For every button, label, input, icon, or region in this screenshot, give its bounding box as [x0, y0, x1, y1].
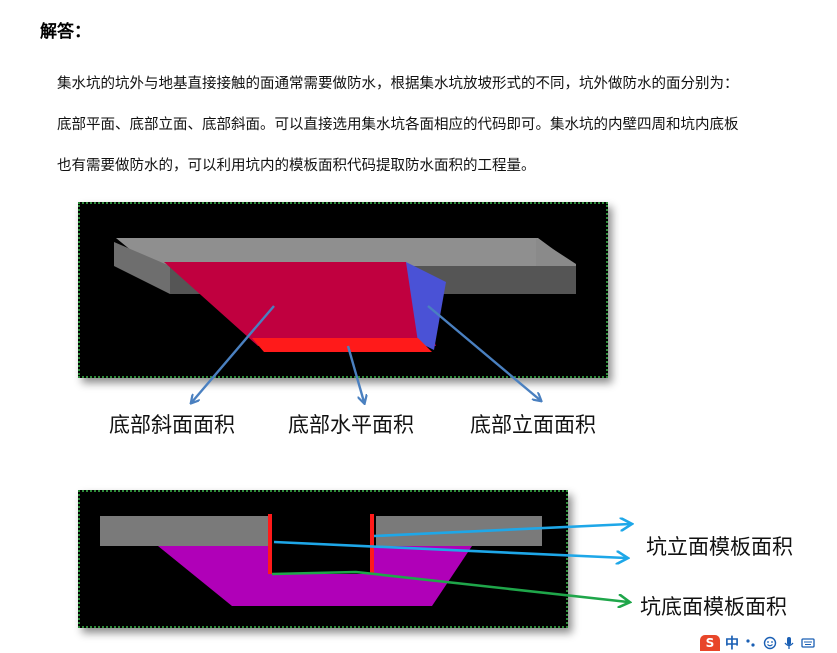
sump-pit-render-1: [114, 238, 576, 352]
label-pit-wall-formwork: 坑立面模板面积: [646, 535, 793, 559]
ime-toolbar[interactable]: S 中: [700, 634, 815, 652]
pit-body-section: [158, 546, 472, 606]
slab-left-section: [100, 516, 270, 546]
label-flat-area: 底部水平面积: [288, 413, 414, 437]
sump-pit-section-2: [100, 514, 542, 606]
emoji-icon[interactable]: [763, 636, 777, 650]
pit-left-wall: [268, 514, 272, 574]
paragraph-line-3: 也有需要做防水的，可以利用坑内的模板面积代码提取防水面积的工程量。: [57, 158, 536, 174]
sump-pit-figure-2: [78, 490, 568, 628]
label-slope-area: 底部斜面面积: [109, 413, 235, 437]
paragraph-line-1: 集水坑的坑外与地基直接接触的面通常需要做防水，根据集水坑放坡形式的不同，坑外做防…: [57, 76, 739, 92]
punctuation-icon[interactable]: [744, 636, 758, 650]
pit-bottom-face: [252, 338, 432, 352]
explanation-paragraph: 集水坑的坑外与地基直接接触的面通常需要做防水，根据集水坑放坡形式的不同，坑外做防…: [57, 64, 832, 187]
pit-slope-face: [164, 262, 436, 346]
slab-front-face: [114, 242, 170, 294]
label-pit-bottom-formwork: 坑底面模板面积: [640, 595, 787, 619]
slab-top-face: [116, 238, 576, 266]
microphone-icon[interactable]: [782, 636, 796, 650]
sump-pit-figure-1: [78, 202, 608, 378]
ime-language-toggle[interactable]: 中: [725, 635, 739, 652]
label-vertical-area: 底部立面面积: [470, 413, 596, 437]
keyboard-icon[interactable]: [801, 636, 815, 650]
slab-right-section: [376, 516, 542, 546]
pit-right-wall: [370, 514, 374, 574]
sogou-ime-logo[interactable]: S: [700, 634, 720, 651]
answer-heading: 解答：: [40, 22, 91, 42]
paragraph-line-2: 底部平面、底部立面、底部斜面。可以直接选用集水坑各面相应的代码即可。集水坑的内壁…: [57, 117, 739, 133]
